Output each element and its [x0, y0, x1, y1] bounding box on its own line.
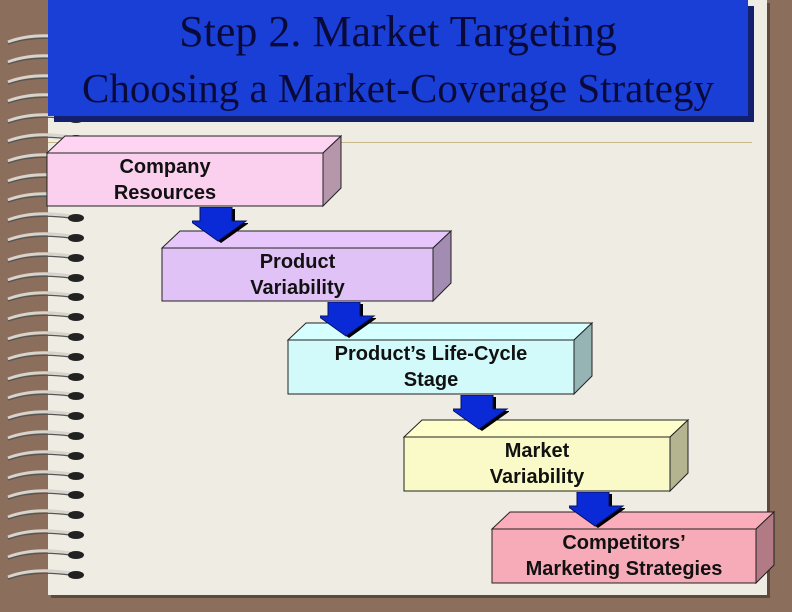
step-box-shape [160, 229, 453, 303]
binding-ring-icon [7, 568, 84, 580]
step-box-product-variability: Product Variability [160, 229, 453, 303]
binding-ring-icon [7, 232, 84, 243]
step-label-line1: Product [259, 251, 336, 273]
step-label: Product’s Life-Cycle Stage [288, 341, 574, 393]
down-arrow-icon [192, 207, 248, 243]
binding-ring-icon [7, 529, 84, 540]
step-box-competitors-strategies: Competitors’ Marketing Strategies [490, 510, 776, 585]
binding-ring-icon [7, 410, 84, 421]
title-banner: Step 2. Market Targeting Choosing a Mark… [48, 0, 748, 116]
step-box-company-resources: Company Resources [45, 134, 343, 208]
slide-subtitle: Choosing a Market-Coverage Strategy [82, 65, 714, 111]
step-box-shape [45, 134, 343, 208]
binding-ring-icon [7, 549, 84, 560]
step-label-line2: Variability [489, 466, 585, 488]
binding-ring-icon [7, 351, 84, 362]
step-box-market-variability: Market Variability [402, 418, 690, 493]
step-label-line2: Resources [113, 182, 217, 204]
step-label: Product Variability [162, 249, 433, 301]
step-label: Competitors’ Marketing Strategies [492, 530, 756, 582]
binding-ring-icon [7, 291, 84, 302]
binding-ring-icon [7, 331, 84, 342]
binding-ring-icon [7, 450, 84, 461]
binding-ring-icon [7, 212, 84, 223]
down-arrow-icon [569, 492, 625, 528]
binding-ring-icon [7, 390, 84, 401]
down-arrow-icon [320, 302, 376, 338]
step-label-line2: Marketing Strategies [525, 558, 723, 580]
binding-ring-icon [7, 489, 84, 500]
step-label-line1: Company [119, 156, 211, 178]
slide-title: Step 2. Market Targeting [179, 7, 617, 56]
step-label-line1: Market [504, 440, 570, 462]
binding-ring-icon [7, 271, 84, 283]
page-rule-line [48, 142, 752, 143]
binding-ring-icon [7, 509, 84, 520]
binding-ring-icon [7, 469, 84, 481]
binding-ring-icon [7, 430, 84, 441]
binding-ring-icon [7, 252, 84, 263]
step-box-shape [490, 510, 776, 585]
step-label-line1: Competitors’ [562, 532, 686, 554]
binding-ring-icon [7, 113, 84, 124]
down-arrow-icon [453, 395, 509, 431]
step-label: Market Variability [404, 438, 670, 490]
step-label: Company Resources [47, 154, 323, 206]
step-label-line2: Stage [403, 369, 459, 391]
binding-ring-icon [7, 370, 84, 382]
binding-ring-icon [7, 311, 84, 322]
step-label-line2: Variability [250, 277, 345, 299]
step-label-line1: Product’s Life-Cycle [334, 343, 528, 365]
